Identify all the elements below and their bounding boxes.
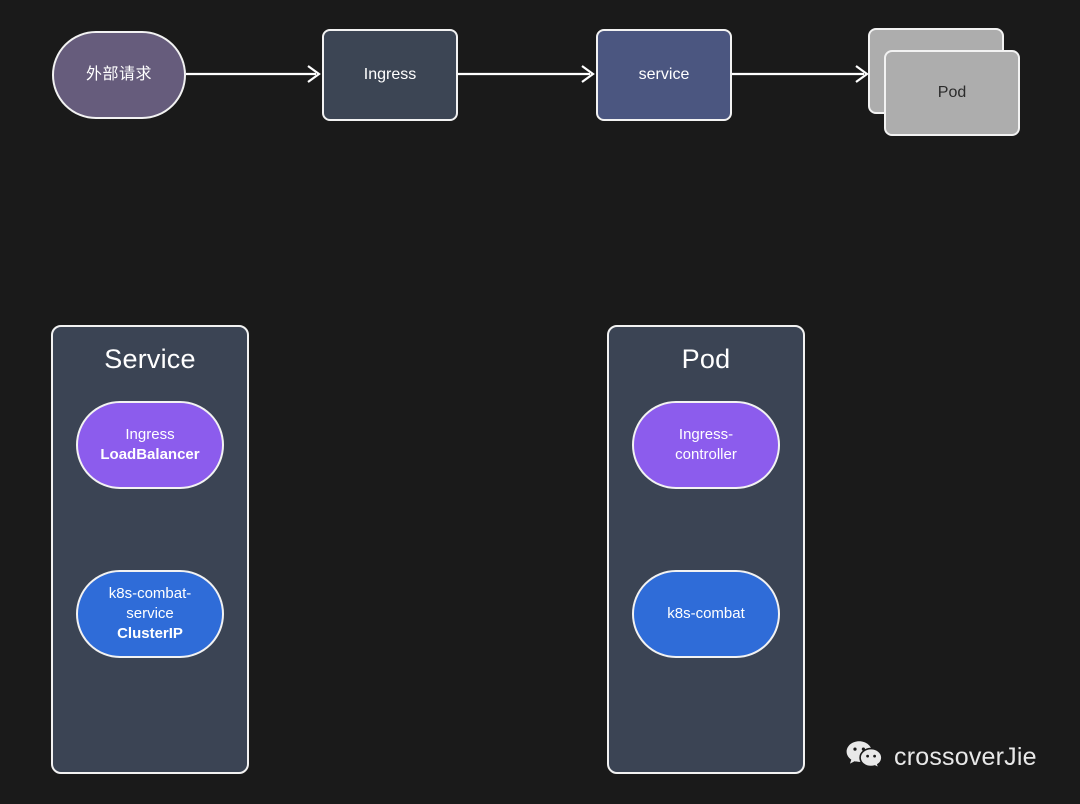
pod-card-front[interactable]: Pod: [884, 50, 1020, 136]
flow-arrow-service-to-pod: [732, 63, 872, 85]
panel-pod-title: Pod: [681, 344, 731, 374]
panel-item-k8s-combat-service[interactable]: k8s-combat- service ClusterIP: [76, 570, 224, 658]
panel-pod[interactable]: Pod Ingress- controller k8s-combat: [607, 325, 805, 774]
panel-item-k8s-combat[interactable]: k8s-combat: [632, 570, 780, 658]
flow-node-service[interactable]: service: [596, 29, 732, 121]
panel-item-line: ClusterIP: [117, 624, 183, 642]
panel-item-line: service: [126, 605, 174, 623]
panel-item-line: Ingress: [125, 426, 175, 444]
flow-node-ingress[interactable]: Ingress: [322, 29, 458, 121]
flow-node-pod[interactable]: Pod: [868, 28, 1020, 136]
watermark: crossoverJie: [845, 739, 1037, 776]
panel-service-title: Service: [104, 344, 196, 374]
watermark-text: crossoverJie: [894, 743, 1037, 771]
panel-item-line: controller: [675, 446, 737, 463]
panel-item-line: Ingress-: [678, 426, 734, 444]
flow-arrow-ingress-to-service: [458, 63, 598, 85]
flow-node-service-label: service: [638, 66, 690, 84]
flow-arrow-request-to-ingress: [186, 63, 324, 85]
flow-node-external-request[interactable]: 外部请求: [52, 31, 186, 119]
flow-node-ingress-label: Ingress: [363, 66, 417, 84]
flow-node-pod-label: Pod: [937, 84, 967, 101]
panel-item-line: k8s-combat-: [108, 585, 192, 603]
flow-node-external-request-label: 外部请求: [85, 66, 152, 84]
panel-item-line: k8s-combat: [667, 605, 745, 623]
panel-item-line: LoadBalancer: [100, 446, 200, 463]
panel-service[interactable]: Service Ingress LoadBalancer k8s-combat-…: [51, 325, 249, 774]
panel-item-ingress-controller[interactable]: Ingress- controller: [632, 401, 780, 489]
wechat-icon: [845, 739, 885, 776]
panel-item-ingress-loadbalancer[interactable]: Ingress LoadBalancer: [76, 401, 224, 489]
